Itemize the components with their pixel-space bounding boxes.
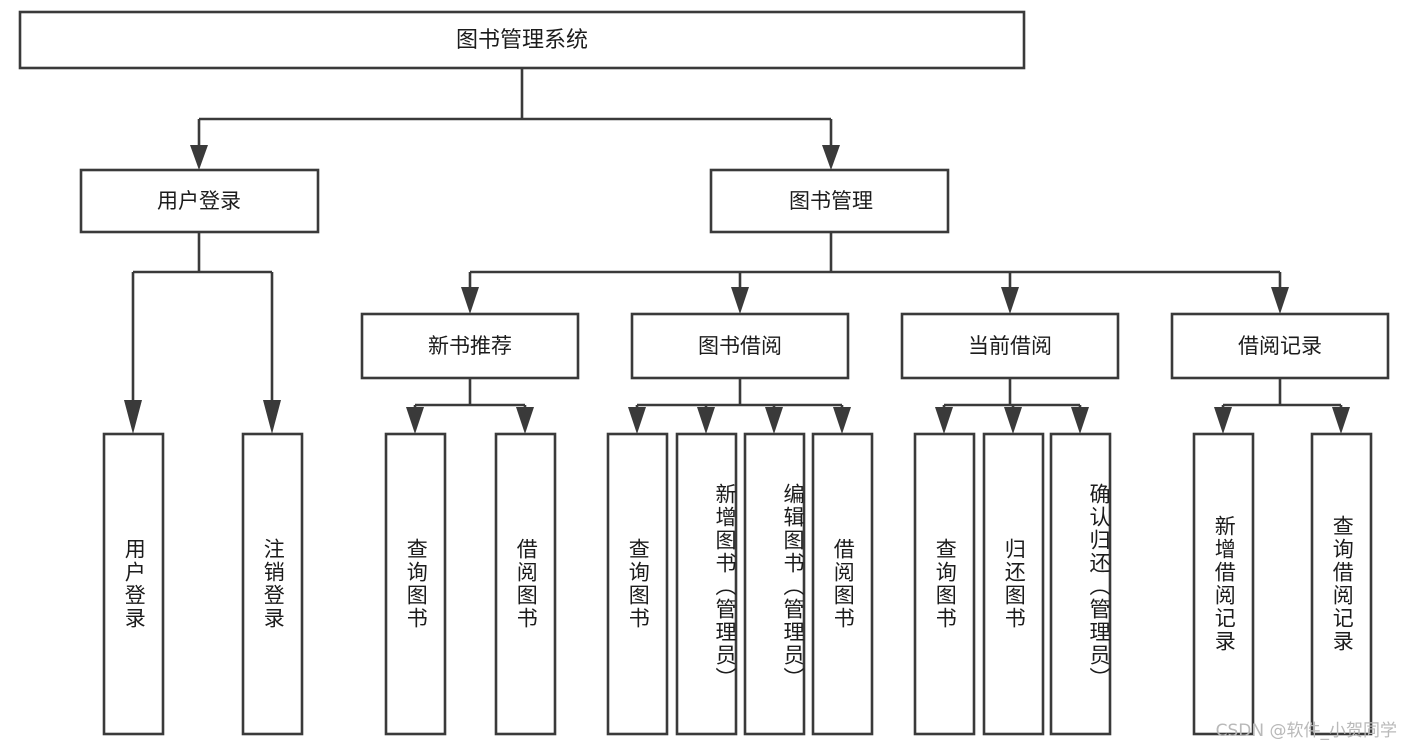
arrow-head-current-borrow-leaf2	[1004, 407, 1022, 434]
leaf-box-logout[interactable]	[241, 432, 304, 736]
node-user-login-box[interactable]	[79, 168, 320, 234]
watermark-text: CSDN @软件_小贺同学	[1215, 721, 1397, 741]
leaf-box-user-login[interactable]	[102, 432, 165, 736]
arrow-head-leaf-logout	[263, 400, 281, 434]
arrow-head-new-book-leaf1	[406, 407, 424, 434]
leaf-box-add-book-admin[interactable]	[675, 432, 738, 736]
node-root-box[interactable]	[18, 10, 1026, 70]
leaf-box-borrow-book[interactable]	[811, 432, 874, 736]
arrow-head-current-borrow	[1001, 287, 1019, 314]
arrow-head-book-manage	[822, 145, 840, 170]
node-current-borrow-box[interactable]	[900, 312, 1120, 380]
arrow-head-book-borrow-leaf2	[697, 407, 715, 434]
leaf-box-query-book-current[interactable]	[913, 432, 976, 736]
node-book-borrow-box[interactable]	[630, 312, 850, 380]
arrow-head-new-book	[461, 287, 479, 314]
arrow-head-current-borrow-leaf1	[935, 407, 953, 434]
node-borrow-record-box[interactable]	[1170, 312, 1390, 380]
arrow-head-book-borrow	[731, 287, 749, 314]
arrow-head-book-borrow-leaf1	[628, 407, 646, 434]
node-book-borrow-label: 图书借阅	[698, 334, 782, 358]
arrow-head-leaf-user-login	[124, 400, 142, 434]
node-book-manage[interactable]: 图书管理	[709, 168, 950, 234]
node-borrow-record-label: 借阅记录	[1238, 334, 1322, 358]
node-user-login-label: 用户登录	[157, 189, 241, 213]
node-book-borrow[interactable]: 图书借阅	[630, 312, 850, 380]
node-root[interactable]: 图书管理系统	[18, 10, 1026, 70]
node-new-book-recommend-box[interactable]	[360, 312, 580, 380]
leaf-box-add-borrow-record[interactable]	[1192, 432, 1255, 736]
arrow-head-current-borrow-leaf3	[1071, 407, 1089, 434]
leaf-box-query-book-borrow[interactable]	[606, 432, 669, 736]
arrow-head-borrow-record	[1271, 287, 1289, 314]
leaf-box-query-borrow-record[interactable]	[1310, 432, 1373, 736]
leaf-box-return-book[interactable]	[982, 432, 1045, 736]
arrow-head-user-login	[190, 145, 208, 170]
node-new-book-recommend[interactable]: 新书推荐	[360, 312, 580, 380]
node-user-login[interactable]: 用户登录	[79, 168, 320, 234]
leaf-box-borrow-book-recommend[interactable]	[494, 432, 557, 736]
node-borrow-record[interactable]: 借阅记录	[1170, 312, 1390, 380]
arrow-head-book-borrow-leaf3	[765, 407, 783, 434]
node-current-borrow[interactable]: 当前借阅	[900, 312, 1120, 380]
arrow-head-book-borrow-leaf4	[833, 407, 851, 434]
node-book-manage-box[interactable]	[709, 168, 950, 234]
arrow-head-borrow-record-leaf2	[1332, 407, 1350, 434]
node-book-manage-label: 图书管理	[789, 189, 873, 213]
arrow-head-borrow-record-leaf1	[1214, 407, 1232, 434]
arrow-head-new-book-leaf2	[516, 407, 534, 434]
node-new-book-recommend-label: 新书推荐	[428, 334, 512, 358]
node-root-label: 图书管理系统	[456, 28, 588, 53]
connectors	[124, 68, 1350, 434]
leaf-box-query-book-recommend[interactable]	[384, 432, 447, 736]
leaf-box-confirm-return-admin[interactable]	[1049, 432, 1112, 736]
leaf-box-edit-book-admin[interactable]	[743, 432, 806, 736]
node-current-borrow-label: 当前借阅	[968, 334, 1052, 358]
